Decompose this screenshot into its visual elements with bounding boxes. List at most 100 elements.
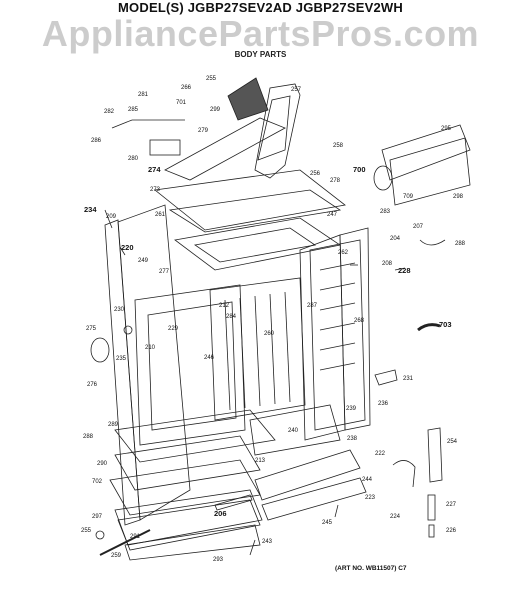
label-701: 701 [176,100,187,106]
label-224: 224 [390,514,401,520]
label-288-right: 288 [455,241,466,247]
label-255-top: 255 [206,76,217,82]
label-276: 276 [87,382,98,388]
label-266: 266 [181,85,192,91]
label-262: 262 [338,250,349,256]
label-235: 235 [116,356,127,362]
rod [99,529,151,556]
drawer-floor [109,459,261,516]
label-257: 257 [291,87,302,93]
label-223: 223 [365,495,376,501]
art-number: (ART NO. WB11507) C7 [335,565,407,572]
rear-trim [164,117,286,181]
label-279: 279 [198,128,209,134]
diagram-linework [90,77,471,561]
label-700: 700 [353,165,366,174]
label-290: 290 [97,461,108,467]
label-258: 258 [333,143,344,149]
part-labels: 266 255 257 281 701 299 282 285 279 286 … [81,76,466,563]
label-206: 206 [214,509,227,518]
flue-duct [254,83,301,179]
label-268: 268 [354,318,365,324]
label-239: 239 [346,406,357,412]
label-229: 229 [168,326,179,332]
label-709: 709 [403,194,414,200]
label-212: 212 [219,303,230,309]
label-281: 281 [138,92,149,98]
label-240: 240 [288,428,299,434]
label-283: 283 [380,209,391,215]
label-702: 702 [92,479,103,485]
label-259: 259 [111,553,122,559]
vent-grille [227,77,269,121]
label-204: 204 [390,236,401,242]
label-293: 293 [213,557,224,563]
label-238: 238 [347,436,358,442]
burner-cap-oval [373,165,393,191]
watermark: AppliancePartsPros.com [41,13,480,54]
label-255: 255 [81,528,92,534]
label-245: 245 [322,520,333,526]
label-227: 227 [446,502,457,508]
label-280: 280 [128,156,139,162]
left-side-panel [104,219,141,526]
label-220: 220 [121,243,134,252]
label-291: 291 [130,534,141,540]
bracket [374,369,398,386]
label-289: 289 [108,422,119,428]
section-title: BODY PARTS [234,50,287,59]
label-209: 209 [106,214,117,220]
leveling-leg [427,494,436,521]
handle-piece [417,323,441,332]
door-knob [90,337,110,363]
label-286: 286 [91,138,102,144]
label-299: 299 [210,107,221,113]
label-222: 222 [375,451,386,457]
manifold-panel [254,449,361,501]
lower-frame [249,404,341,456]
label-278: 278 [330,178,341,184]
u-clamp [392,460,416,488]
label-231: 231 [403,376,414,382]
oven-bottom [114,409,276,463]
label-282: 282 [104,109,115,115]
oven-cavity [209,277,306,421]
back-splash [381,124,471,181]
label-274: 274 [148,165,161,174]
label-703: 703 [439,320,452,329]
rear-panel [309,239,366,431]
label-246: 246 [204,355,215,361]
label-234: 234 [84,205,97,214]
label-260: 260 [264,331,275,337]
cable [419,239,446,246]
label-226: 226 [446,528,457,534]
label-298-top: 298 [453,194,464,200]
label-244: 244 [362,477,373,483]
ignitor-block [149,139,181,156]
broiler-pan [114,435,261,491]
label-243: 243 [262,539,273,545]
label-230: 230 [114,307,125,313]
label-249: 249 [138,258,149,264]
label-288-left: 288 [83,434,94,440]
label-297: 297 [92,514,103,520]
label-210: 210 [145,345,156,351]
label-228: 228 [398,266,411,275]
cooktop-panel [154,169,346,231]
leveling-bracket [427,427,443,483]
label-236: 236 [378,401,389,407]
label-213: 213 [255,458,266,464]
oven-front-frame [134,284,246,446]
label-247: 247 [327,212,338,218]
label-208: 208 [382,261,393,267]
label-254: 254 [447,439,458,445]
label-261: 261 [155,212,166,218]
label-275: 275 [86,326,97,332]
label-284: 284 [226,314,237,320]
label-277: 277 [159,269,170,275]
model-title: MODEL(S) JGBP27SEV2AD JGBP27SEV2WH [118,0,403,15]
label-295: 295 [441,126,452,132]
label-273: 273 [150,187,161,193]
